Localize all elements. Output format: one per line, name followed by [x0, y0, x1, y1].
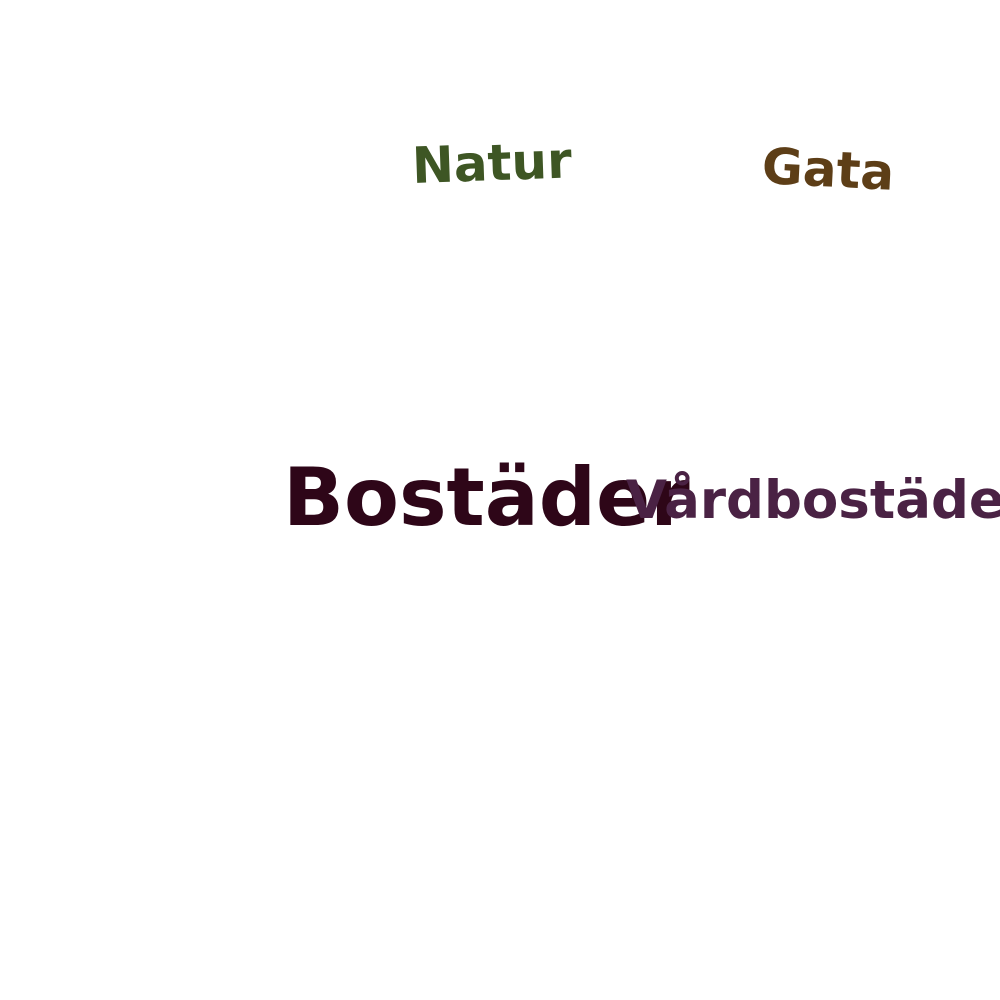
word-natur: Natur [410, 131, 573, 195]
word-vardbostader: Vårdbostäder [626, 470, 1000, 531]
word-gata: Gata [760, 137, 896, 202]
word-bostader: Bostäder [283, 451, 690, 544]
